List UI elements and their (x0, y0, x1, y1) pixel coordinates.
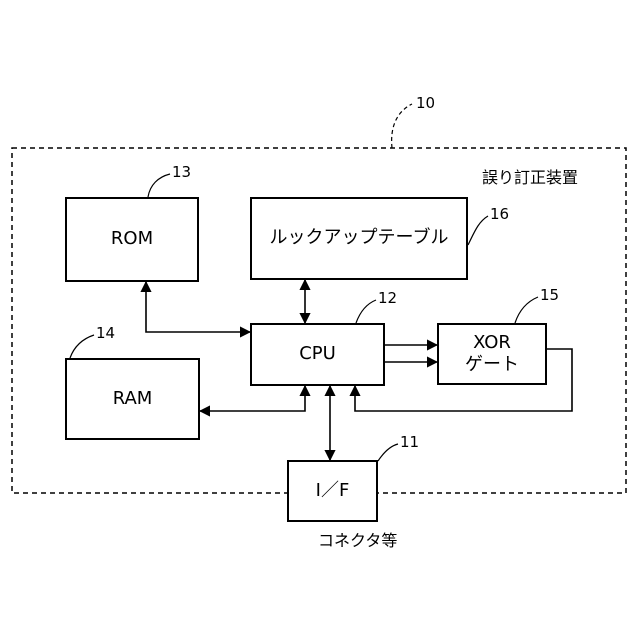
ram-label: RAM (113, 388, 153, 411)
leader-15 (515, 297, 538, 323)
ref-10: 10 (416, 94, 435, 112)
ref-12: 12 (378, 289, 397, 307)
connector-caption: コネクタ等 (318, 527, 397, 551)
leader-16 (468, 216, 488, 245)
cpu-ram-arrow (200, 386, 305, 411)
ram-block: RAM (65, 358, 200, 440)
leader-12 (356, 300, 376, 323)
leader-13 (148, 174, 170, 197)
lookup-table-label: ルックアップテーブル (270, 227, 449, 250)
ref-16: 16 (490, 205, 509, 223)
rom-block: ROM (65, 197, 199, 282)
leader-10 (392, 104, 412, 148)
leader-14 (70, 335, 94, 358)
ref-13: 13 (172, 163, 191, 181)
device-title: 誤り訂正装置 (482, 164, 578, 188)
rom-label: ROM (111, 228, 153, 251)
ref-14: 14 (96, 324, 115, 342)
xor-gate-block: XOR ゲート (437, 323, 547, 385)
gate-label: ゲート (465, 354, 519, 377)
cpu-label: CPU (299, 343, 336, 366)
xor-label: XOR (473, 332, 511, 355)
interface-label: I／F (316, 480, 350, 503)
cpu-block: CPU (250, 323, 385, 386)
leader-11 (378, 444, 398, 461)
ref-11: 11 (400, 433, 419, 451)
ref-15: 15 (540, 286, 559, 304)
lookup-table-block: ルックアップテーブル (250, 197, 468, 280)
rom-cpu-arrow (146, 282, 250, 332)
interface-block: I／F (287, 460, 378, 522)
